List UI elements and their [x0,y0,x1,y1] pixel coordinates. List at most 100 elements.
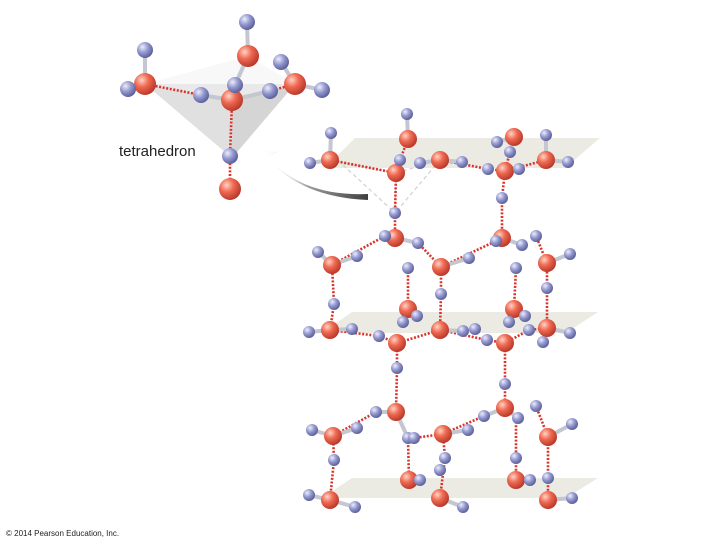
tetra-face-top [145,84,295,100]
oxygen-atom-34 [539,491,557,509]
hydrogen-atom-9 [273,54,289,70]
oxygen-atom-22 [538,319,556,337]
oxygen-atom-11 [387,164,405,182]
hydrogen-atom-18 [304,157,316,169]
hydrogen-atom-31 [463,252,475,264]
hydrogen-atom-45 [469,323,481,335]
oxygen-atom-31 [507,471,525,489]
oxygen-atom-6 [399,130,417,148]
hydrogen-atom-72 [303,489,315,501]
oxygen-atom-33 [431,489,449,507]
hydrogen-atom-24 [412,237,424,249]
copyright-text: © 2014 Pearson Education, Inc. [6,529,120,538]
oxygen-atom-26 [496,399,514,417]
atoms [120,14,578,513]
hydrogen-atom-23 [496,192,508,204]
hydrogen-atom-29 [312,246,324,258]
hydrogen-atom-15 [456,156,468,168]
oxygen-atom-12 [496,162,514,180]
oxygen-atom-16 [432,258,450,276]
lattice-plane-3 [322,478,598,498]
hydrogen-atom-1 [239,14,255,30]
hydrogen-atom-44 [457,325,469,337]
hydrogen-atom-55 [530,400,542,412]
hydrogen-atom-39 [503,316,515,328]
hydrogen-atom-53 [370,406,382,418]
guide-line-1 [329,159,397,174]
oxygen-atom-3 [284,73,306,95]
oxygen-atom-24 [496,334,514,352]
hydrogen-atom-61 [462,424,474,436]
hydrogen-atom-58 [351,422,363,434]
hydrogen-atom-57 [306,424,318,436]
oxygen-atom-4 [221,89,243,111]
oxygen-atom-1 [134,73,156,95]
hydrogen-atom-48 [481,334,493,346]
hydrogen-atom-11 [540,129,552,141]
hydrogen-atom-10 [401,108,413,120]
lattice-planes [322,138,600,498]
hydrogen-atom-51 [391,362,403,374]
oxygen-atom-27 [324,427,342,445]
hydrogen-atom-65 [328,454,340,466]
hydrogen-bond-14 [393,172,398,214]
lattice-plane-1 [325,138,600,168]
hydrogen-atom-26 [530,230,542,242]
oxygen-atom-25 [387,403,405,421]
hydrogen-atom-5 [193,87,209,103]
hydrogen-atom-37 [541,282,553,294]
hydrogen-atom-35 [435,288,447,300]
hydrogen-atom-33 [402,262,414,274]
hydrogen-atom-6 [262,83,278,99]
hydrogen-bond-10 [329,158,397,175]
hydrogen-atom-16 [414,157,426,169]
curved-arrow-icon [262,150,368,200]
hydrogen-atom-20 [482,163,494,175]
tetrahedron-faces [145,56,295,158]
oxygen-atom-29 [539,428,557,446]
oxygen-atom-20 [321,321,339,339]
oxygen-atom-7 [505,128,523,146]
tetra-face-left [145,84,232,158]
hydrogen-atom-12 [491,136,503,148]
hydrogen-atom-47 [373,330,385,342]
hydrogen-atom-73 [566,492,578,504]
hydrogen-atom-70 [524,474,536,486]
oxygen-atom-15 [323,256,341,274]
hydrogen-atom-67 [349,501,361,513]
hydrogen-atom-71 [434,464,446,476]
hydrogen-atom-19 [394,154,406,166]
hydrogen-atom-32 [564,248,576,260]
hydrogen-atom-41 [519,310,531,322]
oxygen-atom-2 [237,45,259,67]
hydrogen-atom-63 [566,418,578,430]
guide-line-4 [342,164,396,214]
hydrogen-atom-52 [499,378,511,390]
tetra-face-back [145,56,295,158]
tetrahedron-label: tetrahedron [119,143,196,160]
oxygen-atom-32 [321,491,339,509]
oxygen-atom-23 [388,334,406,352]
tetra-face-right [232,84,295,158]
oxygen-atom-5 [219,178,241,200]
hydrogen-atom-14 [562,156,574,168]
oxygen-atom-8 [321,151,339,169]
hydrogen-atom-43 [346,323,358,335]
hydrogen-atom-13 [504,146,516,158]
hydrogen-atom-46 [564,327,576,339]
oxygen-atom-10 [537,151,555,169]
hydrogen-atom-49 [537,336,549,348]
hydrogen-atom-22 [389,207,401,219]
oxygen-atom-21 [431,321,449,339]
hydrogen-atom-56 [512,412,524,424]
guide-line-5 [394,159,441,214]
hydrogen-atom-68 [457,501,469,513]
oxygen-atom-28 [434,425,452,443]
hydrogen-atom-50 [523,324,535,336]
hydrogen-atom-25 [490,235,502,247]
hydrogen-atom-42 [303,326,315,338]
hydrogen-atom-4 [227,77,243,93]
oxygen-atom-19 [505,300,523,318]
hydrogen-atom-34 [510,262,522,274]
